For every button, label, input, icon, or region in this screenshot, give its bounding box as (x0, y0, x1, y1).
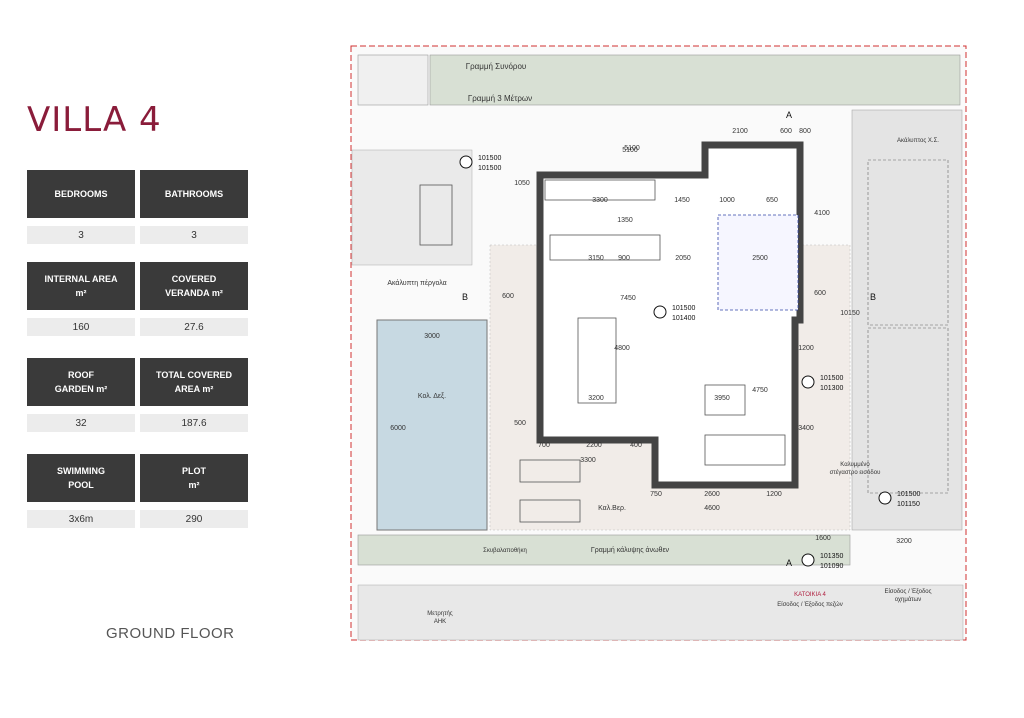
dimension-label: 1350 (617, 217, 633, 224)
spec-value: 3 (140, 226, 248, 244)
level-marker-icon (801, 375, 815, 389)
veranda-label: Καλ.Βερ. (598, 505, 626, 512)
dimension-label: 1050 (514, 180, 530, 187)
dimension-label: 4100 (814, 210, 830, 217)
spec-label: BEDROOMS (27, 170, 135, 218)
spec-label: INTERNAL AREA m² (27, 262, 135, 310)
level-marker-icon (801, 553, 815, 567)
dimension-label: 1000 (719, 197, 735, 204)
dimension-label: 2100 (732, 128, 748, 135)
dimension-label: 3950 (714, 395, 730, 402)
dimension-label: 7450 (620, 295, 636, 302)
dimension-label: 5100 (624, 145, 640, 152)
dimension-label: 1200 (766, 491, 782, 498)
upper-cover-line-label: Γραμμή κάλυψης άνωθεν (591, 546, 670, 554)
level-bottom: 101150 (897, 501, 920, 508)
dimension-label: 3300 (592, 197, 608, 204)
spec-label: TOTAL COVERED AREA m² (140, 358, 248, 406)
pedestrian-entry-label: Είσοδος / Έξοδος πεζών (777, 602, 843, 608)
dimension-label: 600 (780, 128, 792, 135)
dimension-label: 3200 (588, 395, 604, 402)
spec-value: 3 (27, 226, 135, 244)
spec-value: 3x6m (27, 510, 135, 528)
dimension-label: 4750 (752, 387, 768, 394)
section-a-bottom: A (786, 558, 792, 568)
dimension-label: 750 (650, 491, 662, 498)
floor-label: GROUND FLOOR (106, 625, 235, 642)
level-bottom: 101400 (672, 315, 695, 322)
dimension-label: 10150 (840, 310, 860, 317)
spec-value: 290 (140, 510, 248, 528)
spec-value: 187.6 (140, 414, 248, 432)
uncovered-parking-label: Ακάλυπτος Χ.Σ. (897, 137, 939, 144)
section-a-top: A (786, 110, 792, 120)
level-top: 101500 (672, 305, 695, 312)
dimension-label: 650 (766, 197, 778, 204)
level-bottom: 101300 (820, 385, 843, 392)
level-top: 101500 (897, 491, 920, 498)
level-marker-icon (653, 305, 667, 319)
house-label: ΚΑΤΟΙΚΙΑ 4 (794, 592, 826, 598)
level-bottom: 101090 (820, 563, 843, 570)
spec-label: BATHROOMS (140, 170, 248, 218)
dimension-label: 4800 (614, 345, 630, 352)
spec-label: SWIMMING POOL (27, 454, 135, 502)
dimension-label: 2500 (752, 255, 768, 262)
level-markers: 101500 101500 101500 101400 101500 101300 1015… (459, 155, 920, 570)
bin-storage-label: Σκυβαλαποθήκη (483, 547, 527, 554)
spec-value: 27.6 (140, 318, 248, 336)
spec-value: 32 (27, 414, 135, 432)
dimension-label: 6000 (390, 425, 406, 432)
level-bottom: 101500 (478, 165, 501, 172)
dimension-label: 2200 (586, 442, 602, 449)
spec-label: COVERED VERANDA m² (140, 262, 248, 310)
pergola-label: Ακάλυπτη πέργολα (387, 279, 446, 287)
dimension-label: 900 (618, 255, 630, 262)
dimension-label: 3000 (424, 333, 440, 340)
spec-label: ROOF GARDEN m² (27, 358, 135, 406)
pool-label: Κολ. Δεξ. (418, 393, 446, 400)
dimension-label: 5100 (622, 147, 638, 154)
dimension-label: 3200 (896, 538, 912, 545)
level-top: 101350 (820, 553, 843, 560)
level-top: 101500 (478, 155, 501, 162)
section-b-right: B (870, 292, 876, 302)
level-top: 101500 (820, 375, 843, 382)
spec-value: 160 (27, 318, 135, 336)
dimension-label: 600 (502, 293, 514, 300)
level-marker-icon (878, 491, 892, 505)
boundary-line-label: Γραμμή Συνόρου (466, 62, 527, 71)
dimension-label: 500 (514, 420, 526, 427)
level-marker-icon (459, 155, 473, 169)
setback-line-label: Γραμμή 3 Μέτρων (468, 94, 532, 103)
dimension-label: 2050 (675, 255, 691, 262)
page-title: VILLA 4 (27, 100, 162, 140)
dimension-label: 700 (538, 442, 550, 449)
section-b-left: B (462, 292, 468, 302)
dimension-label: 1200 (798, 345, 814, 352)
dimension-label: 2600 (704, 491, 720, 498)
dimension-label: 400 (630, 442, 642, 449)
dimension-label: 3150 (588, 255, 604, 262)
dimension-label: 4600 (704, 505, 720, 512)
dimension-label: 1600 (815, 535, 831, 542)
dimension-label: 1450 (674, 197, 690, 204)
dimension-label: 600 (814, 290, 826, 297)
spec-label: PLOT m² (140, 454, 248, 502)
dimension-label: 800 (799, 128, 811, 135)
dimension-label: 3300 (580, 457, 596, 464)
dimension-label: 3400 (798, 425, 814, 432)
dimension-labels: 5100 2100 600 800 3300 1450 1000 650 3150 900 2050… (390, 128, 912, 545)
